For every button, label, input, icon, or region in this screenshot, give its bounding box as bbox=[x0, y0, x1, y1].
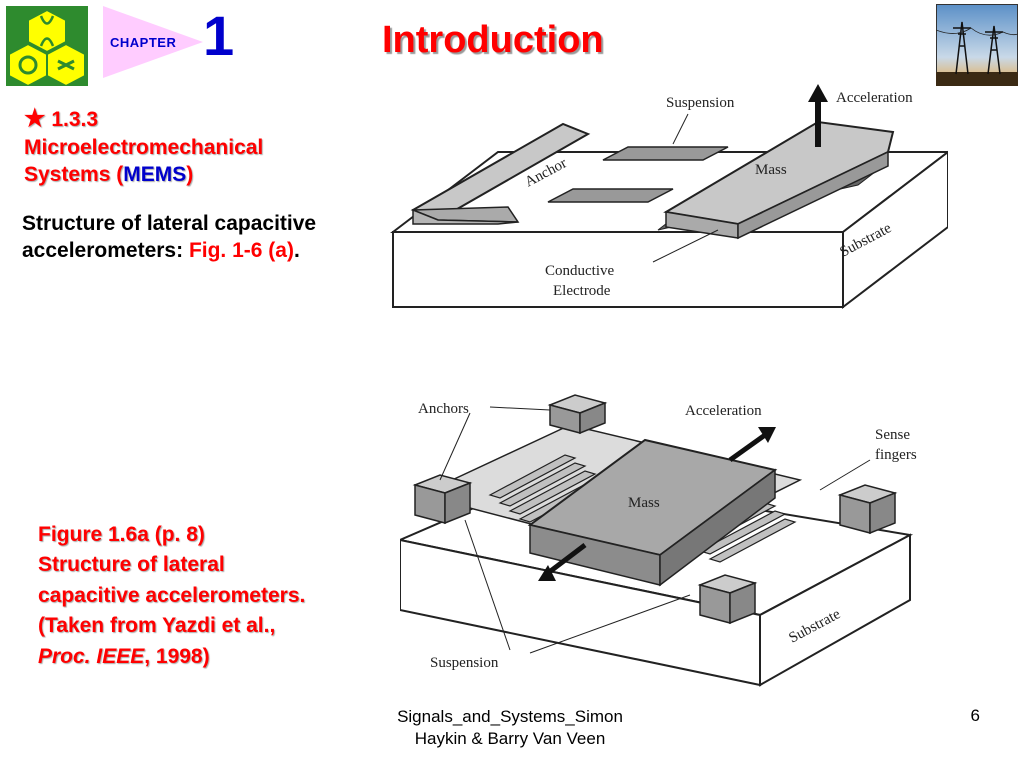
chapter-label: CHAPTER bbox=[110, 35, 177, 50]
label-electrode: Electrode bbox=[553, 283, 611, 299]
label-mass: Mass bbox=[628, 495, 660, 511]
chapter-number: 1 bbox=[203, 4, 235, 67]
caption-line3: capacitive accelerometers. bbox=[38, 583, 306, 607]
caption-year: , 1998) bbox=[144, 644, 210, 668]
label-suspension: Suspension bbox=[666, 95, 735, 111]
figure-reference: Fig. 1-6 (a) bbox=[188, 239, 294, 263]
page-title: Introduction bbox=[382, 19, 604, 61]
label-conductive: Conductive bbox=[545, 263, 614, 279]
label-acceleration: Acceleration bbox=[836, 90, 913, 106]
footer-line2: Haykin & Barry Van Veen bbox=[414, 729, 606, 749]
chapter-tab-shape bbox=[103, 6, 203, 78]
page-number: 6 bbox=[970, 706, 980, 725]
accelerometer-diagram-top: Suspension Acceleration Anchor Mass Subs… bbox=[390, 84, 948, 310]
mems-acronym: MEMS bbox=[123, 163, 187, 187]
university-logo-icon bbox=[6, 6, 88, 86]
section-title-suffix: ) bbox=[186, 163, 194, 187]
section-title-line1: Microelectromechanical bbox=[24, 136, 264, 160]
structure-line1: Structure of lateral capacitive bbox=[22, 212, 317, 235]
accelerometer-diagram-bottom: Anchors Acceleration Sense fingers Mass … bbox=[400, 394, 917, 687]
section-title-prefix: Systems ( bbox=[24, 163, 124, 187]
label-acceleration: Acceleration bbox=[685, 403, 762, 419]
caption-line2: Structure of lateral bbox=[38, 553, 225, 577]
label-mass: Mass bbox=[755, 162, 787, 178]
power-lines-photo bbox=[936, 4, 1018, 86]
caption-line1: Figure 1.6a (p. 8) bbox=[38, 523, 205, 546]
section-heading: ★ 1.3.3 Microelectromechanical Systems (… bbox=[24, 103, 384, 189]
label-suspension: Suspension bbox=[430, 655, 499, 671]
structure-description: Structure of lateral capacitive accelero… bbox=[22, 210, 392, 265]
section-number: 1.3.3 bbox=[51, 108, 99, 131]
footer-citation: Signals_and_Systems_Simon Haykin & Barry… bbox=[350, 706, 670, 750]
structure-line2-prefix: accelerometers: bbox=[22, 239, 189, 263]
footer-line1: Signals_and_Systems_Simon bbox=[397, 707, 623, 726]
caption-journal: Proc. IEEE bbox=[38, 644, 145, 668]
caption-line4: (Taken from Yazdi et al., bbox=[38, 614, 276, 638]
star-bullet-icon: ★ bbox=[24, 105, 46, 132]
label-anchors: Anchors bbox=[418, 401, 469, 417]
label-fingers: fingers bbox=[875, 447, 917, 463]
label-sense: Sense bbox=[875, 427, 910, 443]
structure-line2-suffix: . bbox=[293, 239, 300, 263]
figure-caption: Figure 1.6a (p. 8) Structure of lateral … bbox=[38, 520, 398, 672]
